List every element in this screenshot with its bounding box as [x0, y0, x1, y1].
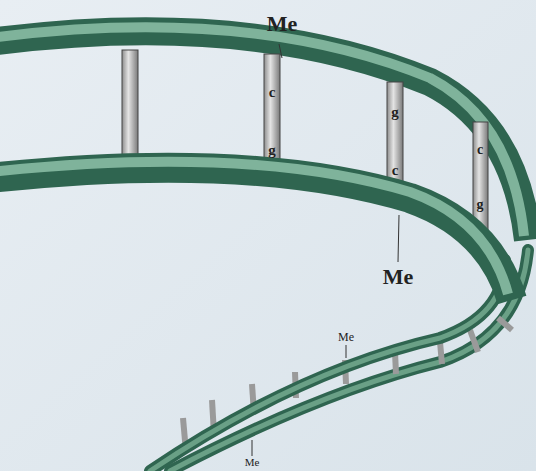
base-letter: g — [268, 143, 276, 158]
lower-helix — [150, 250, 528, 471]
base-letter: c — [269, 85, 276, 100]
methyl-label: Me — [267, 13, 298, 35]
methyl-label: Me — [383, 266, 414, 288]
methyl-label: Me — [338, 331, 354, 343]
leader-lines — [252, 44, 399, 456]
lower-strand — [0, 162, 512, 300]
base-letter: g — [391, 105, 399, 120]
methyl-label: Me — [245, 457, 260, 468]
base-letter: c — [392, 163, 399, 178]
base-letter: c — [477, 143, 483, 157]
base-letter: g — [477, 198, 484, 212]
